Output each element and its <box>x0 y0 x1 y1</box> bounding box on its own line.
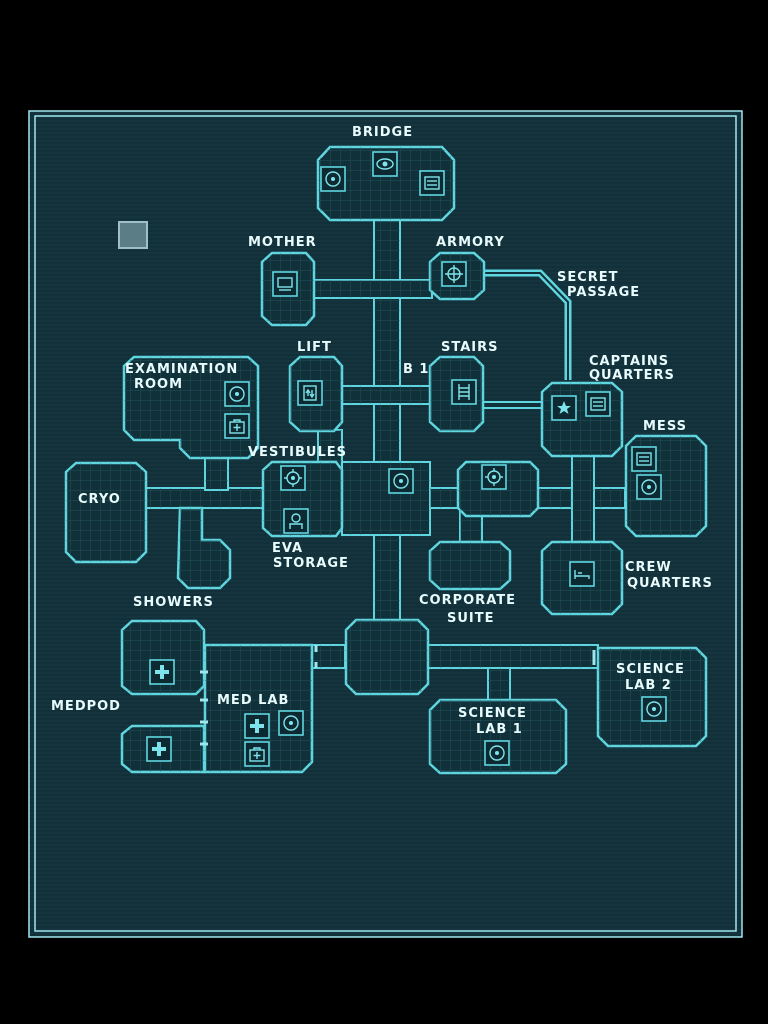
label-stairs: STAIRS <box>441 340 499 355</box>
terminal-icon[interactable] <box>419 170 445 196</box>
label-corporate: CORPORATE <box>419 593 516 608</box>
gear-icon[interactable] <box>481 464 507 490</box>
room-labels: BRIDGE MOTHER ARMORY SECRET PASSAGE LIFT… <box>51 125 713 737</box>
medical-cross-icon[interactable] <box>149 659 175 685</box>
medical-cross-icon[interactable] <box>146 736 172 762</box>
label-storage: STORAGE <box>273 556 349 571</box>
label-room: ROOM <box>134 377 183 392</box>
terminal-icon[interactable] <box>631 446 657 472</box>
terminal-icon[interactable] <box>585 391 611 417</box>
label-showers: SHOWERS <box>133 595 214 610</box>
radiation-icon[interactable] <box>320 166 346 192</box>
eye-icon[interactable] <box>372 151 398 177</box>
label-examination: EXAMINATION <box>125 362 238 377</box>
elevator-icon[interactable] <box>297 380 323 406</box>
radiation-icon[interactable] <box>278 710 304 736</box>
label-vestibules: VESTIBULES <box>248 445 347 460</box>
crosshair-icon[interactable] <box>441 261 467 287</box>
map-inner-frame <box>34 115 737 932</box>
computer-icon[interactable] <box>272 271 298 297</box>
label-captains: CAPTAINS <box>589 354 669 369</box>
radiation-icon[interactable] <box>388 468 414 494</box>
label-mess: MESS <box>643 419 687 434</box>
radiation-icon[interactable] <box>636 474 662 500</box>
label-captains-quarters: QUARTERS <box>589 368 675 383</box>
label-science-2: SCIENCE <box>616 662 685 677</box>
label-lab-1: LAB 1 <box>476 722 523 737</box>
medical-cross-icon[interactable] <box>244 713 270 739</box>
spacesuit-icon[interactable] <box>283 508 309 534</box>
label-secret: SECRET <box>557 270 619 285</box>
label-crew: CREW <box>625 560 672 575</box>
label-mother: MOTHER <box>248 235 317 250</box>
ladder-icon[interactable] <box>451 379 477 405</box>
label-science-1: SCIENCE <box>458 706 527 721</box>
bed-icon[interactable] <box>569 561 595 587</box>
label-lab-2: LAB 2 <box>625 678 672 693</box>
medkit-icon[interactable] <box>224 413 250 439</box>
star-icon[interactable] <box>551 395 577 421</box>
label-passage: PASSAGE <box>567 285 640 300</box>
gear-icon[interactable] <box>280 465 306 491</box>
medkit-icon[interactable] <box>244 741 270 767</box>
label-suite: SUITE <box>447 611 495 626</box>
radiation-icon[interactable] <box>484 740 510 766</box>
rooms <box>64 145 708 775</box>
label-lift: LIFT <box>297 340 332 355</box>
label-crew-quarters: QUARTERS <box>627 576 713 591</box>
radiation-icon[interactable] <box>224 381 250 407</box>
label-medpod: MEDPOD <box>51 699 121 714</box>
label-med-lab: MED LAB <box>217 693 289 708</box>
label-eva: EVA <box>272 541 303 556</box>
label-cryo: CRYO <box>78 492 121 507</box>
label-b1: B 1 <box>403 362 429 377</box>
label-armory: ARMORY <box>436 235 505 250</box>
door-markers <box>200 645 596 746</box>
label-bridge: BRIDGE <box>352 125 413 140</box>
player-marker[interactable] <box>118 221 148 249</box>
radiation-icon[interactable] <box>641 696 667 722</box>
